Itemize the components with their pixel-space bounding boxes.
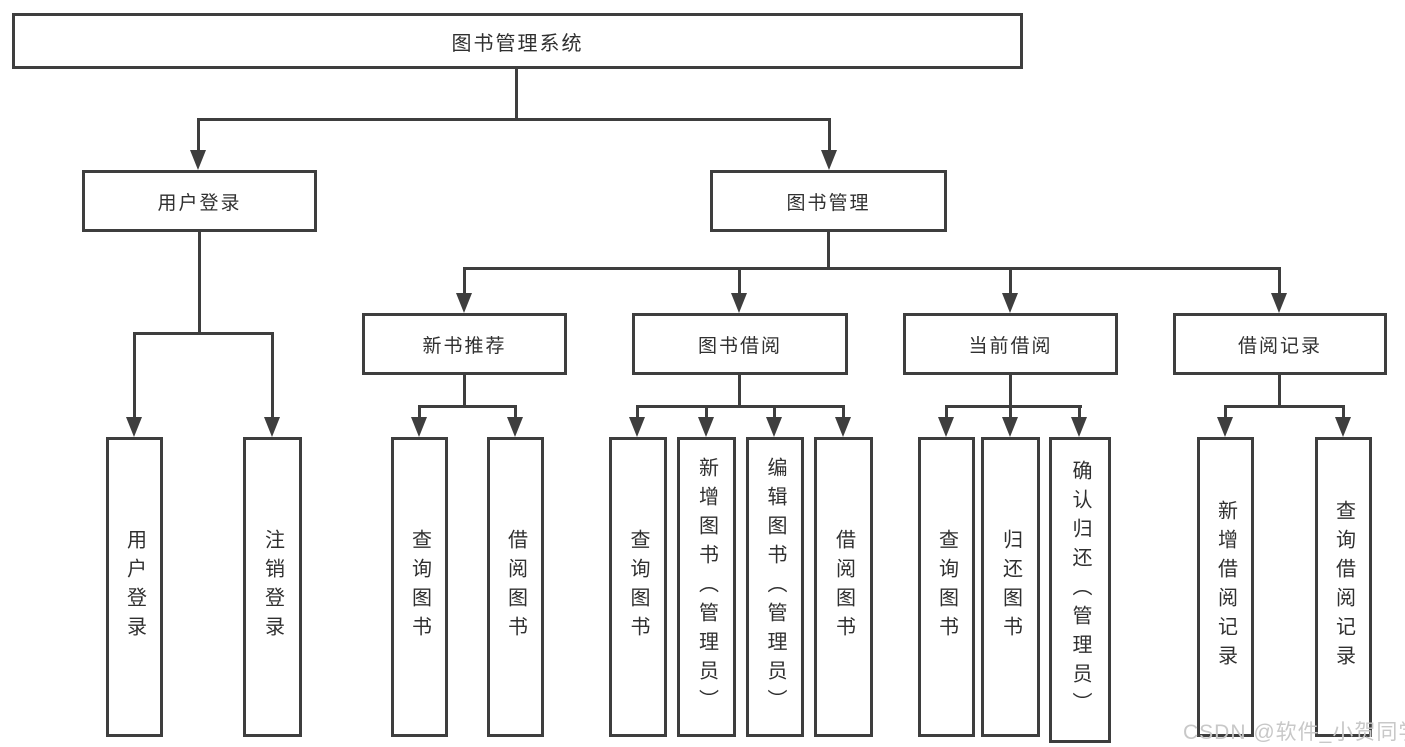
connector-stem (1009, 375, 1012, 407)
arrowhead-down (1335, 417, 1351, 437)
arrowhead-down (835, 417, 851, 437)
leaf-query-books-borrowing: 查询图书 (609, 437, 667, 737)
connector-branch (945, 405, 1082, 408)
node-book-management: 图书管理 (710, 170, 947, 232)
arrowhead-down (456, 293, 472, 313)
leaf-borrow-books-borrowing: 借阅图书 (814, 437, 873, 737)
leaf-query-borrow-record: 查询借阅记录 (1315, 437, 1372, 737)
arrowhead-down (731, 293, 747, 313)
arrowhead-down (698, 417, 714, 437)
arrowhead-down (1271, 293, 1287, 313)
connector-drop (514, 405, 517, 421)
arrowhead-down (411, 417, 427, 437)
leaf-user-login: 用户登录 (106, 437, 163, 737)
leaf-add-book-admin: 新增图书（管理员） (677, 437, 736, 737)
connector-userlogin-stem (198, 232, 201, 335)
arrowhead-down (1071, 417, 1087, 437)
leaf-query-books-recommend: 查询图书 (391, 437, 448, 737)
arrowhead-down (264, 417, 280, 437)
node-library-management-system: 图书管理系统 (12, 13, 1023, 69)
connector-drop (636, 405, 639, 421)
connector-userlogin-branch (133, 332, 274, 335)
connector-drop (271, 332, 274, 421)
connector-stem (1278, 375, 1281, 407)
leaf-edit-book-admin: 编辑图书（管理员） (746, 437, 804, 737)
leaf-confirm-return-admin: 确认归还（管理员） (1049, 437, 1111, 743)
leaf-return-books: 归还图书 (981, 437, 1040, 737)
connector-drop (842, 405, 845, 421)
arrowhead-down (766, 417, 782, 437)
leaf-add-borrow-record: 新增借阅记录 (1197, 437, 1254, 737)
node-book-borrowing: 图书借阅 (632, 313, 848, 375)
connector-drop (945, 405, 948, 421)
leaf-query-books-current: 查询图书 (918, 437, 975, 737)
connector-drop (773, 405, 776, 421)
connector-drop (1342, 405, 1345, 421)
connector-drop (463, 267, 466, 297)
node-new-book-recommendation: 新书推荐 (362, 313, 567, 375)
leaf-borrow-books-recommend: 借阅图书 (487, 437, 544, 737)
connector-root-stem (515, 68, 518, 120)
connector-stem (738, 375, 741, 407)
connector-drop (1009, 267, 1012, 297)
arrowhead-down (507, 417, 523, 437)
arrowhead-down (1002, 417, 1018, 437)
connector-drop (1224, 405, 1227, 421)
connector-branch (1224, 405, 1345, 408)
arrowhead-down (1002, 293, 1018, 313)
csdn-watermark: CSDN @软件_小贺同学 (1183, 721, 1405, 744)
connector-drop (133, 332, 136, 421)
arrowhead-down (126, 417, 142, 437)
node-borrowing-records: 借阅记录 (1173, 313, 1387, 375)
arrowhead-down (938, 417, 954, 437)
arrowhead-down (1217, 417, 1233, 437)
connector-root-branch (197, 118, 831, 121)
connector-drop (1078, 405, 1081, 421)
connector-drop (1009, 405, 1012, 421)
connector-drop (197, 118, 200, 152)
connector-drop (1278, 267, 1281, 297)
connector-drop (828, 118, 831, 152)
leaf-logout: 注销登录 (243, 437, 302, 737)
arrowhead-down (629, 417, 645, 437)
arrowhead-down (190, 150, 206, 170)
connector-branch (636, 405, 845, 408)
connector-branch (418, 405, 517, 408)
arrowhead-down (821, 150, 837, 170)
connector-drop (418, 405, 421, 421)
connector-stem (463, 375, 466, 407)
connector-bookmgmt-branch (463, 267, 1281, 270)
node-user-login: 用户登录 (82, 170, 317, 232)
connector-bookmgmt-stem (827, 232, 830, 270)
connector-drop (738, 267, 741, 297)
connector-drop (705, 405, 708, 421)
node-current-borrowing: 当前借阅 (903, 313, 1118, 375)
